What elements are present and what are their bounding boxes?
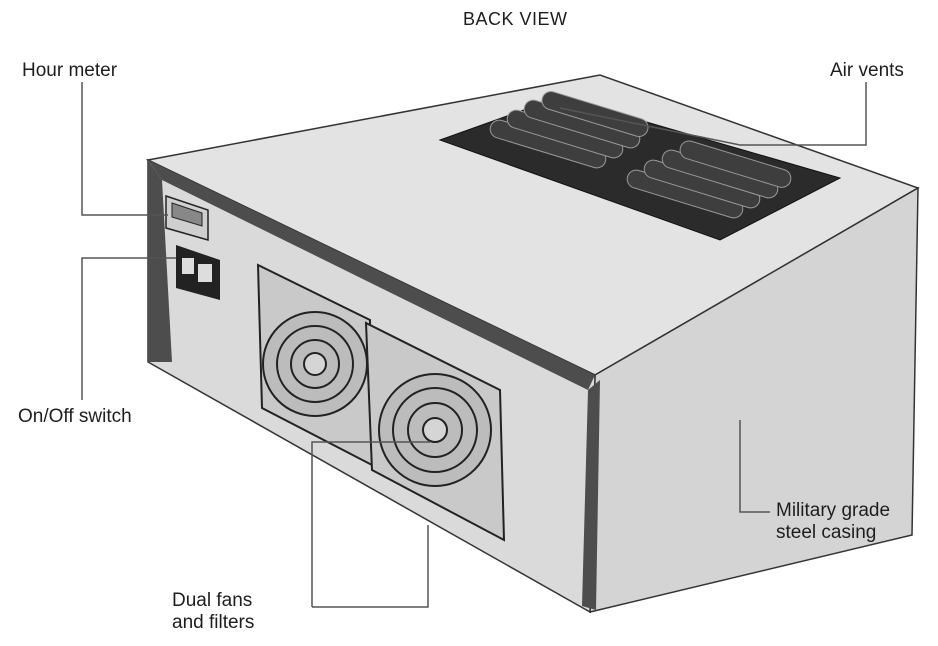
label-dual-fans-line1: Dual fans (172, 590, 253, 611)
fan-right (364, 321, 506, 542)
label-dual-fans-line2: and filters (172, 612, 255, 633)
leader-lines (81, 82, 867, 608)
leader-steel (739, 420, 770, 513)
on-off-switch-graphic (176, 245, 220, 300)
hour-meter-graphic (165, 194, 209, 241)
frame-top-edge (148, 160, 595, 390)
label-steel-casing-line2: steel casing (776, 522, 877, 543)
fan-left (256, 263, 374, 467)
air-vent-slots (489, 91, 792, 219)
label-hour-meter: Hour meter (22, 60, 118, 81)
leader-air-vents (559, 82, 867, 146)
label-on-off-switch: On/Off switch (18, 406, 132, 427)
label-steel-casing: Military grade steel casing (776, 500, 890, 544)
leader-fans (311, 441, 430, 607)
frame-right-edge (582, 380, 600, 610)
label-air-vents: Air vents (830, 60, 904, 81)
leader-fans-right (312, 525, 429, 608)
label-dual-fans: Dual fans and filters (172, 590, 254, 634)
label-steel-casing-line1: Military grade (776, 500, 891, 521)
leader-switch (81, 257, 176, 400)
frame-left-edge (148, 160, 172, 362)
leader-hour-meter (81, 82, 168, 216)
diagram-title: BACK VIEW (463, 9, 568, 29)
